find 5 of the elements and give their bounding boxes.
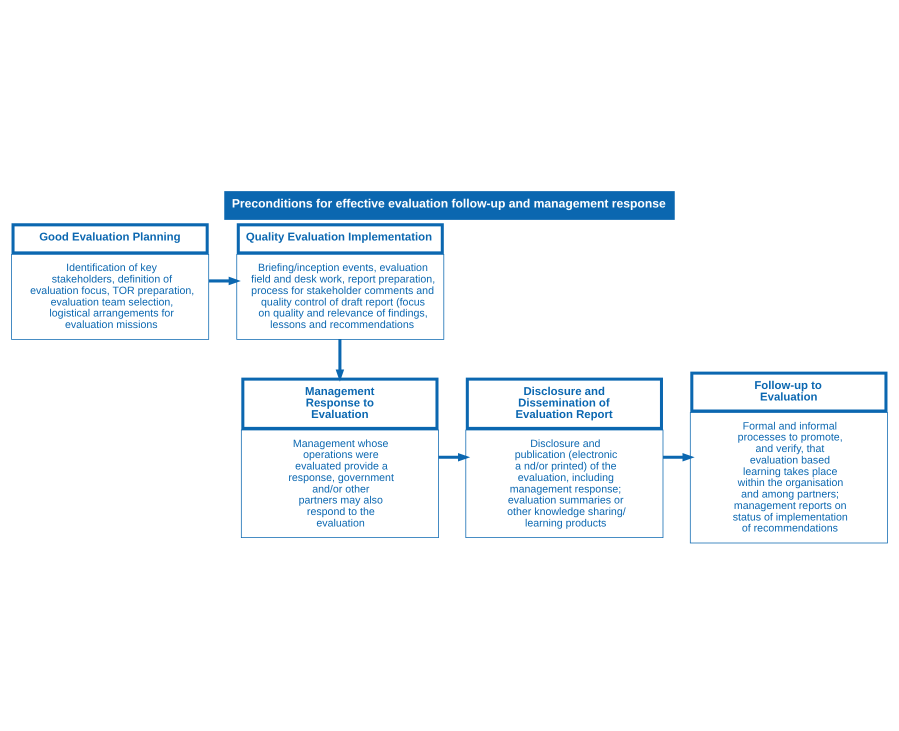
arrow [438,453,470,462]
arrow [336,339,344,382]
arrow [663,453,695,462]
arrow [208,276,241,286]
diagram-title: Preconditions for effective evaluation follow-up and management response [232,196,666,211]
